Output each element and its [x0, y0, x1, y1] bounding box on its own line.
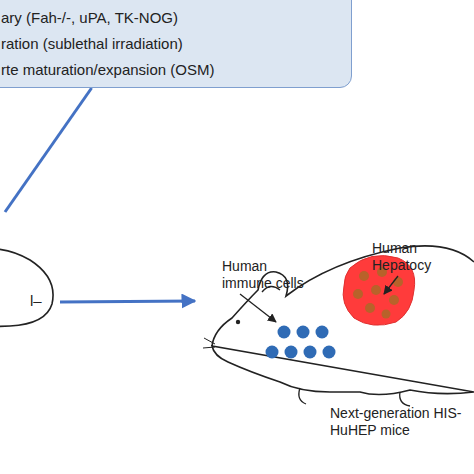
mouse-outline: l–	[0, 212, 60, 332]
mouse-body	[212, 246, 474, 395]
part-label: Human Hepatocy	[372, 240, 452, 274]
leader-arrow	[240, 294, 276, 322]
immune-cell-dots	[266, 326, 336, 359]
mouse-eye	[236, 320, 240, 324]
mouse-outline-shape	[0, 212, 60, 332]
caption-text: Next-generation HIS- HuHEP mice	[330, 405, 474, 439]
flow-arrow	[60, 301, 195, 302]
node-text: ration (sublethal irradiation)	[1, 35, 346, 53]
part-label: Human immune cells	[222, 258, 314, 292]
node-text: ary (Fah-/-, uPA, TK-NOG)	[1, 9, 346, 27]
node-text: rte maturation/expansion (OSM)	[1, 61, 346, 79]
condition-box: ary (Fah-/-, uPA, TK-NOG) ration (subleth…	[0, 0, 352, 88]
flow-arrow	[5, 88, 92, 212]
node-text: l–	[30, 292, 58, 310]
hepatocyte-dots	[353, 267, 403, 319]
leader-arrow	[384, 276, 398, 294]
mouse-whisker	[203, 338, 215, 348]
mouse-node: Next-generation HIS- HuHEP mice	[195, 205, 474, 445]
mouse-foot	[299, 388, 410, 406]
